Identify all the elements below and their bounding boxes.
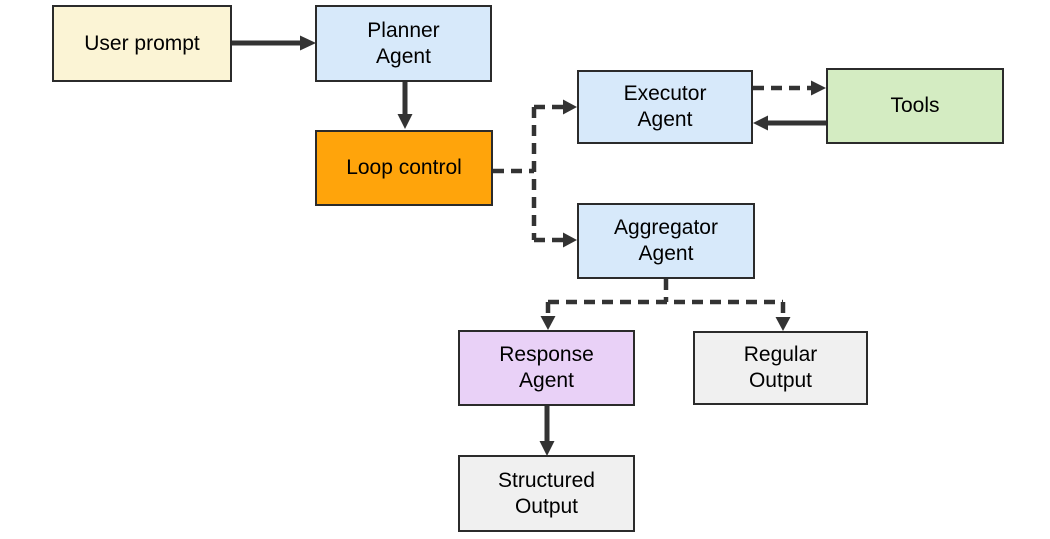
node-response-agent: Response Agent	[458, 330, 635, 406]
edge-aggregator-agent-split	[540, 279, 791, 331]
node-user-prompt: User prompt	[52, 5, 232, 82]
edge-tools-to-executor-agent	[753, 115, 826, 131]
edge-planner-agent-to-loop-control	[397, 82, 413, 129]
node-regular-output: Regular Output	[693, 331, 868, 405]
edge-loop-control-branch	[493, 99, 577, 248]
node-planner-agent: Planner Agent	[315, 5, 492, 82]
node-aggregator-agent: Aggregator Agent	[577, 203, 755, 279]
node-executor-agent: Executor Agent	[577, 70, 753, 144]
node-loop-control: Loop control	[315, 130, 493, 206]
node-tools: Tools	[826, 68, 1004, 144]
edge-response-agent-to-structured-output	[539, 406, 555, 456]
edge-executor-agent-to-tools	[753, 80, 826, 96]
node-structured-output: Structured Output	[458, 455, 635, 532]
edge-user-prompt-to-planner-agent	[232, 35, 316, 51]
